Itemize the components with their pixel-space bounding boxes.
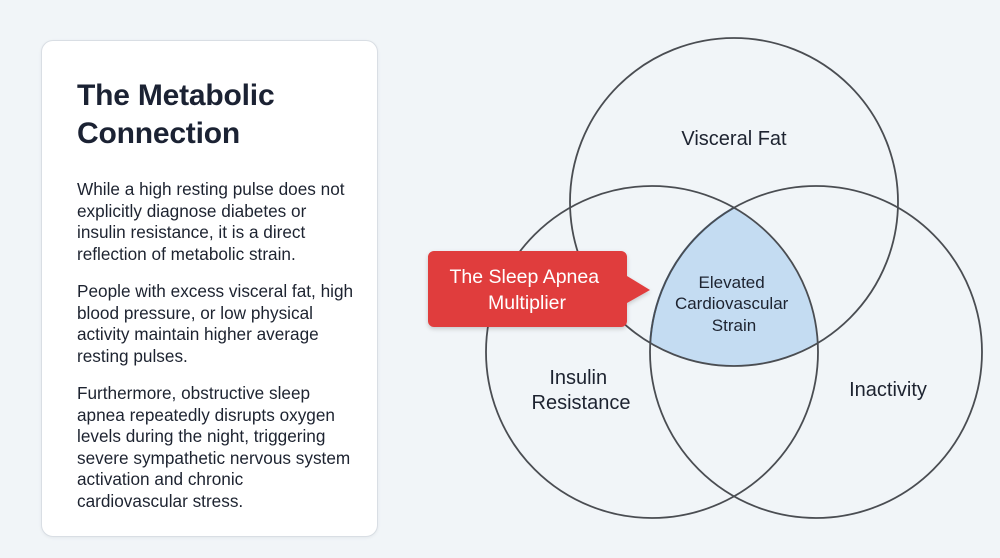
callout-label: The Sleep Apnea Multiplier	[449, 266, 604, 314]
label-center-line-2: Cardiovascular	[675, 294, 789, 313]
venn-center-region	[649, 186, 818, 366]
panel-paragraph-1: While a high resting pulse does not expl…	[77, 179, 345, 264]
label-inactivity: Inactivity	[849, 379, 927, 401]
label-insulin-resistance-line-1: Insulin	[549, 367, 607, 389]
callout-line-2: Multiplier	[488, 292, 567, 314]
panel-title-line-1: The Metabolic	[77, 79, 275, 112]
label-center-line-1: Elevated	[699, 273, 765, 292]
panel-title-line-2: Connection	[77, 117, 240, 150]
panel-paragraph-2: People with excess visceral fat, high bl…	[77, 281, 354, 366]
label-insulin-resistance-line-2: Resistance	[532, 392, 631, 414]
label-center-line-3: Strain	[712, 316, 756, 335]
callout-line-1: The Sleep Apnea	[449, 266, 599, 288]
panel-paragraph-3: Furthermore, obstructive sleep apnea rep…	[77, 383, 351, 511]
venn-circle-insulin-resistance	[485, 185, 819, 519]
venn-circle-visceral-fat	[569, 37, 899, 367]
callout-bubble	[428, 251, 650, 327]
label-center-strain: Elevated Cardiovascular Strain	[675, 273, 793, 335]
label-visceral-fat: Visceral Fat	[681, 128, 787, 150]
sleep-apnea-callout	[428, 251, 650, 327]
label-insulin-resistance: Insulin Resistance	[532, 367, 631, 414]
venn-circle-inactivity	[649, 185, 983, 519]
